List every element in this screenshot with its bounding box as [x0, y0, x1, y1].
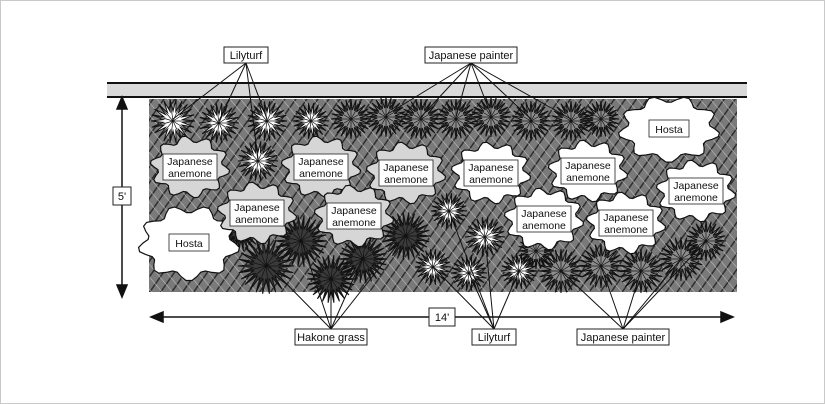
- hosta-left-plant: Hosta: [137, 206, 241, 282]
- hakone-grass-plant: [237, 238, 295, 294]
- lilyturf-plant: [237, 141, 279, 181]
- anemone-label-line2: anemone: [566, 172, 610, 184]
- height-dimension-label: 5': [112, 186, 132, 206]
- leader-line: [470, 62, 532, 120]
- japanese-painter-plant: [550, 100, 592, 142]
- leader-line: [245, 62, 259, 160]
- anemone-label-line2: anemone: [332, 217, 376, 229]
- anemone-label-line2: anemone: [522, 220, 566, 232]
- callout-lilyturf-top: Lilyturf: [223, 46, 269, 64]
- hosta-left-label: Hosta: [175, 238, 203, 250]
- width-dimension-text: 14': [435, 312, 449, 324]
- japanese-painter-plant: [330, 98, 372, 140]
- anemone-label-line1: Japanese: [383, 162, 429, 174]
- leader-line: [420, 62, 472, 118]
- leader-line: [385, 62, 472, 116]
- anemone-label-line1: Japanese: [167, 156, 213, 168]
- callout-lilyturf-top-text: Lilyturf: [230, 50, 263, 62]
- callout-japanese-painter-bottom-text: Japanese painter: [581, 332, 666, 344]
- callout-lilyturf-bottom: Lilyturf: [471, 328, 517, 346]
- anemone-label-line1: Japanese: [331, 205, 377, 217]
- anemone-label-line2: anemone: [384, 174, 428, 186]
- leader-line: [300, 238, 332, 330]
- callout-hakone-grass: Hakone grass: [294, 328, 368, 346]
- callout-japanese-painter-bottom: Japanese painter: [576, 328, 670, 346]
- anemone-label-line2: anemone: [168, 168, 212, 180]
- hosta-right-label: Hosta: [655, 124, 683, 136]
- anemone-label-line1: Japanese: [298, 156, 344, 168]
- height-dimension-text: 5': [118, 191, 126, 203]
- leader-line: [432, 266, 495, 330]
- anemone-label-line2: anemone: [299, 168, 343, 180]
- japanese-painter-plant: [510, 100, 552, 142]
- anemone-label-line2: anemone: [674, 192, 718, 204]
- anemone-label-line1: Japanese: [603, 212, 649, 224]
- leader-line: [218, 62, 247, 122]
- leader-line: [468, 272, 495, 330]
- hakone-grass-plant: [381, 212, 431, 260]
- lilyturf-plant: [292, 103, 330, 139]
- japanese-painter-plant: [365, 96, 407, 138]
- anemone-label-line2: anemone: [604, 224, 648, 236]
- leader-line: [600, 265, 624, 330]
- japanese-painter-plant: [582, 100, 620, 138]
- japanese-painter-plant: [435, 98, 477, 140]
- leader-line: [622, 270, 642, 330]
- leader-line: [172, 62, 247, 120]
- anemone-label-line2: anemone: [469, 174, 513, 186]
- callout-hakone-grass-text: Hakone grass: [297, 332, 365, 344]
- hakone-grass-plant: [274, 215, 328, 267]
- callout-lilyturf-bottom-text: Lilyturf: [478, 332, 511, 344]
- anemone-label-line1: Japanese: [234, 202, 280, 214]
- leader-line: [448, 210, 495, 330]
- leader-line: [330, 233, 407, 330]
- anemone-label-line1: Japanese: [468, 162, 514, 174]
- leader-line: [245, 62, 268, 120]
- lilyturf-plant: [246, 101, 288, 141]
- anemone-label-line2: anemone: [235, 214, 279, 226]
- lilyturf-plant: [198, 103, 240, 143]
- leader-line: [484, 236, 495, 330]
- callout-japanese-painter-top-text: Japanese painter: [429, 50, 514, 62]
- leader-line: [470, 62, 572, 120]
- leader-line: [560, 270, 624, 330]
- anemone-label-line1: Japanese: [521, 208, 567, 220]
- leader-line: [265, 262, 332, 330]
- anemone-label-line1: Japanese: [565, 160, 611, 172]
- japanese-painter-plant: [400, 98, 442, 140]
- width-dimension-label: 14': [428, 307, 456, 327]
- leader-line: [470, 62, 492, 116]
- callout-japanese-painter-top: Japanese painter: [424, 46, 518, 64]
- hosta-right-plant: Hosta: [617, 96, 721, 163]
- leader-line: [622, 240, 707, 330]
- anemone-label-line1: Japanese: [673, 180, 719, 192]
- japanese-painter-plant: [470, 96, 512, 138]
- leader-line: [455, 62, 472, 118]
- leader-line: [493, 270, 520, 330]
